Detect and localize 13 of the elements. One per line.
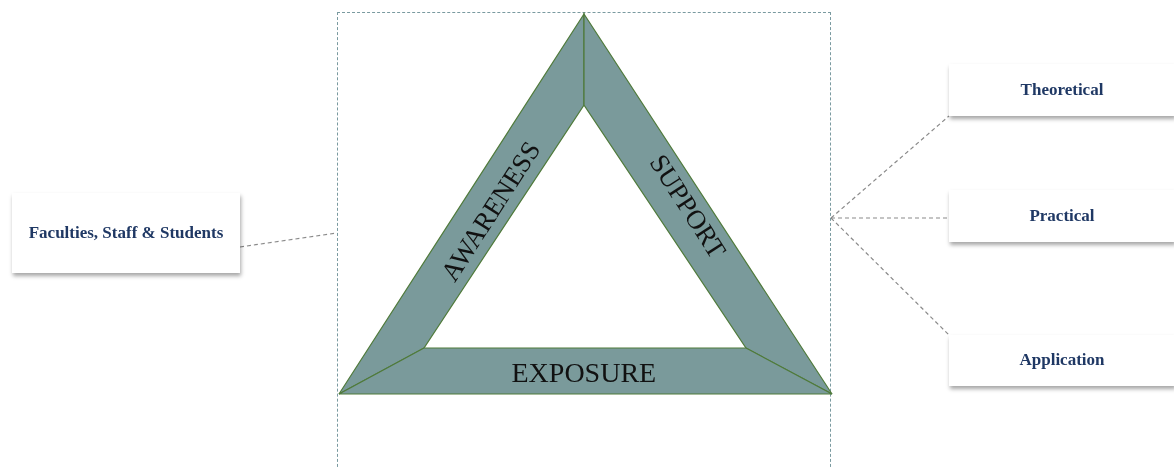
card-label: Application [1018, 349, 1106, 372]
card-label: Faculties, Staff & Students [27, 221, 225, 244]
card-label: Practical [1028, 204, 1096, 227]
label-card [949, 335, 1174, 386]
connector-line [830, 217, 950, 219]
band-label: EXPOSURE [511, 357, 657, 389]
label-card [949, 190, 1174, 242]
card-label: Theoretical [1019, 78, 1105, 101]
connector-line [830, 217, 950, 336]
dashed-frame [337, 12, 831, 468]
connector-line [830, 115, 950, 219]
label-card [949, 64, 1174, 116]
label-card [12, 193, 240, 273]
